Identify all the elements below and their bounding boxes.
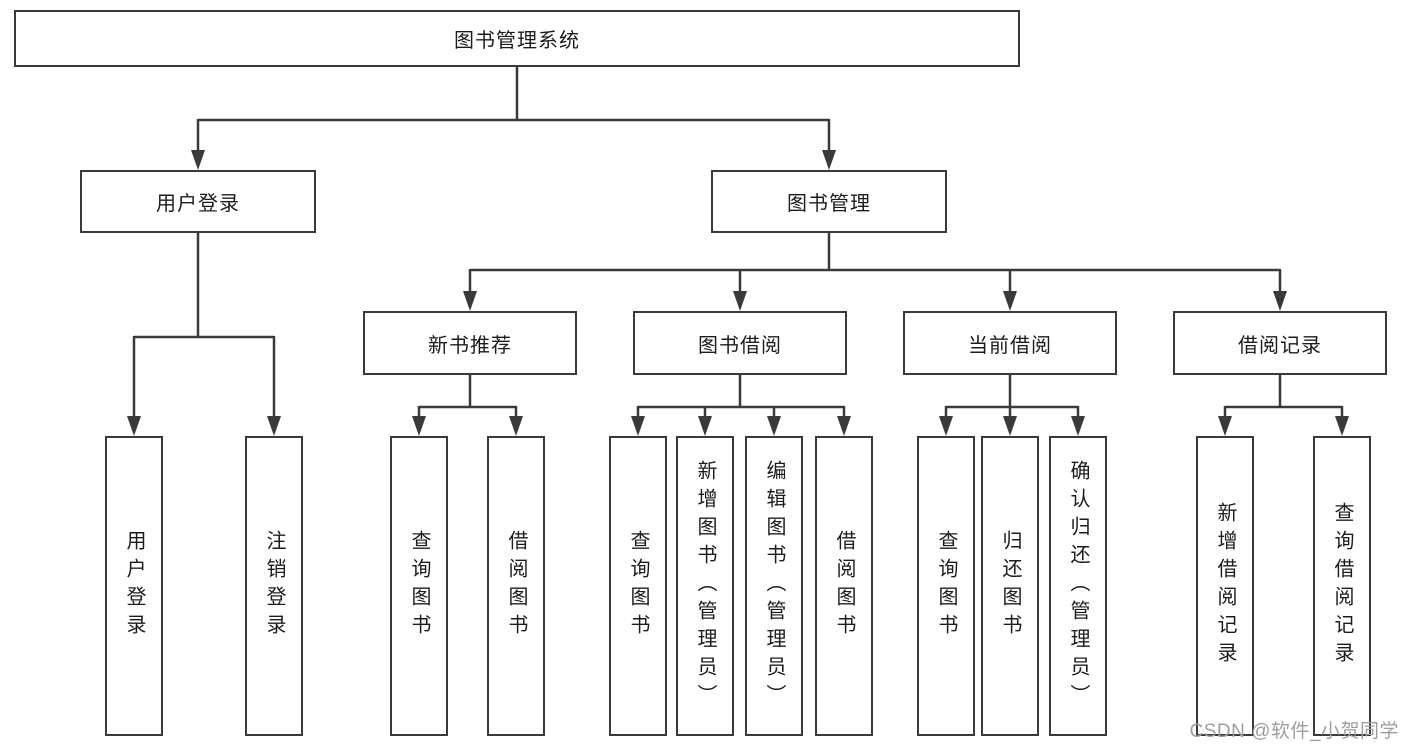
leaf-query-borrow-record: 查询借阅记录 — [1313, 436, 1371, 736]
leaf-add-borrow-record: 新增借阅记录 — [1196, 436, 1254, 736]
node-new-book-recommend-label: 新书推荐 — [428, 334, 512, 357]
node-book-borrowing-label: 图书借阅 — [698, 334, 782, 357]
leaf-add-borrow-record-label: 新增借阅记录 — [1214, 502, 1236, 670]
arrowhead-nb-borrow — [509, 416, 523, 436]
leaf-query-books-recommend-label: 查询图书 — [408, 530, 430, 642]
leaf-confirm-return-admin-label: 确认归还（管理员） — [1067, 460, 1089, 712]
leaf-user-login-label: 用户登录 — [123, 530, 145, 642]
leaf-query-books-current: 查询图书 — [917, 436, 975, 736]
leaf-return-books: 归还图书 — [981, 436, 1039, 736]
leaf-edit-books-admin-label: 编辑图书（管理员） — [763, 460, 785, 712]
csdn-watermark: CSDN @软件_小贺同学 — [1189, 721, 1399, 742]
arrowhead-cb-confirm — [1071, 416, 1085, 436]
leaf-query-books-borrow-label: 查询图书 — [627, 530, 649, 642]
leaf-logout-label: 注销登录 — [263, 530, 285, 642]
node-new-book-recommend: 新书推荐 — [363, 311, 577, 375]
arrowhead-borrow-records — [1273, 291, 1287, 311]
arrowhead-br-query — [1335, 416, 1349, 436]
leaf-return-books-label: 归还图书 — [999, 530, 1021, 642]
arrowhead-book-mgmt — [822, 150, 836, 170]
arrowhead-new-book — [463, 291, 477, 311]
node-root-label: 图书管理系统 — [454, 30, 580, 52]
leaf-add-books-admin-label: 新增图书（管理员） — [694, 460, 716, 712]
leaf-edit-books-admin: 编辑图书（管理员） — [745, 436, 803, 736]
arrowhead-bb-query — [631, 416, 645, 436]
arrowhead-book-borrow — [733, 291, 747, 311]
arrowhead-nb-query — [412, 416, 426, 436]
leaf-query-books-current-label: 查询图书 — [935, 530, 957, 642]
leaf-logout: 注销登录 — [245, 436, 303, 736]
arrowhead-leaf-user-login — [127, 416, 141, 436]
arrowhead-current-borrow — [1003, 291, 1017, 311]
arrowhead-cb-query — [939, 416, 953, 436]
leaf-query-borrow-record-label: 查询借阅记录 — [1331, 502, 1353, 670]
node-current-borrowing: 当前借阅 — [903, 311, 1117, 375]
node-book-management-label: 图书管理 — [787, 193, 871, 215]
node-current-borrowing-label: 当前借阅 — [968, 334, 1052, 357]
leaf-query-books-borrow: 查询图书 — [609, 436, 667, 736]
node-borrowing-records: 借阅记录 — [1173, 311, 1387, 375]
leaf-borrow-books-recommend: 借阅图书 — [487, 436, 545, 736]
arrowhead-bb-edit — [767, 416, 781, 436]
leaf-user-login: 用户登录 — [105, 436, 163, 736]
arrowhead-cb-return — [1003, 416, 1017, 436]
leaf-borrow-books-label: 借阅图书 — [833, 530, 855, 642]
node-book-management: 图书管理 — [711, 170, 947, 233]
leaf-add-books-admin: 新增图书（管理员） — [676, 436, 734, 736]
node-user-login: 用户登录 — [80, 170, 316, 233]
leaf-confirm-return-admin: 确认归还（管理员） — [1049, 436, 1107, 736]
node-root-system: 图书管理系统 — [14, 10, 1020, 67]
node-book-borrowing: 图书借阅 — [633, 311, 847, 375]
arrowhead-br-add — [1218, 416, 1232, 436]
node-user-login-label: 用户登录 — [156, 193, 240, 215]
leaf-borrow-books: 借阅图书 — [815, 436, 873, 736]
arrowhead-bb-add — [698, 416, 712, 436]
arrowhead-user-login — [191, 150, 205, 170]
leaf-query-books-recommend: 查询图书 — [390, 436, 448, 736]
leaf-borrow-books-recommend-label: 借阅图书 — [505, 530, 527, 642]
arrowhead-leaf-logout — [267, 416, 281, 436]
node-borrowing-records-label: 借阅记录 — [1238, 334, 1322, 357]
arrowhead-bb-borrow — [837, 416, 851, 436]
